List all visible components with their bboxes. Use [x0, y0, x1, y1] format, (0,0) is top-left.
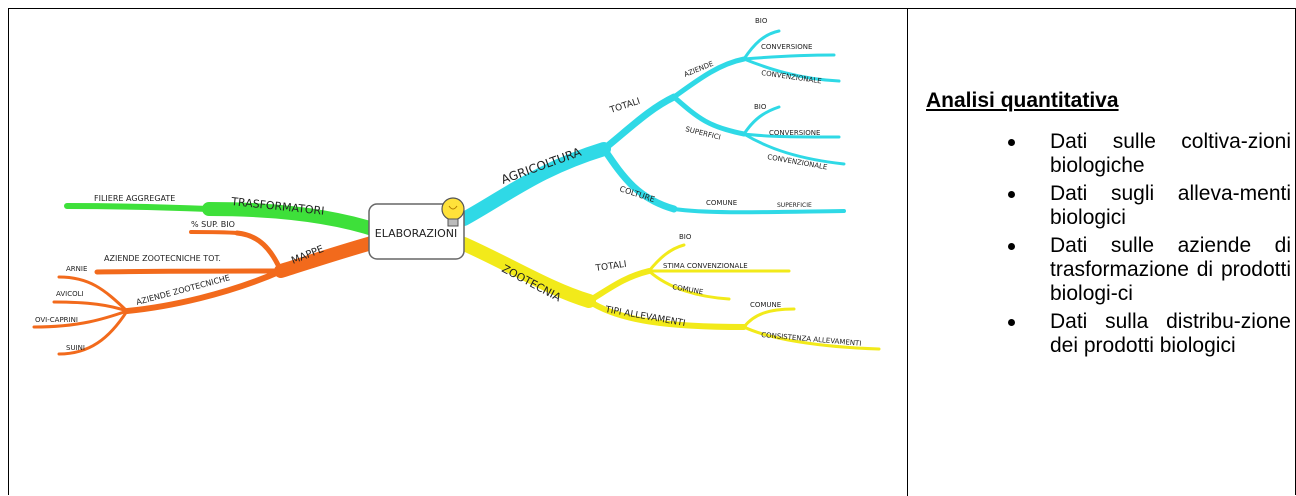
agri-aziende-label: AZIENDE	[683, 60, 715, 79]
mappe-sup-bio: % SUP. BIO	[191, 220, 235, 229]
zoo-tipi-consistenza: CONSISTENZA ALLEVAMENTI	[761, 331, 862, 348]
column-divider	[907, 9, 908, 496]
zoo-tipi-label: TIPI ALLEVAMENTI	[603, 305, 686, 329]
list-item: Dati sulle aziende di trasformazione di …	[1004, 234, 1291, 306]
zoo-totali-bio: BIO	[679, 233, 692, 241]
mind-map-canvas: ELABORAZIONI AGRICOLTURA TOTALI AZIENDE …	[32, 17, 881, 356]
mappe-arnie: ARNIE	[66, 265, 87, 273]
agri-aziende-convenzionale: CONVENZIONALE	[761, 69, 822, 85]
panel-title: Analisi quantitativa	[926, 89, 1119, 112]
list-item: Dati sugli alleva-menti biologici	[1004, 182, 1291, 230]
figure-frame: ELABORAZIONI AGRICOLTURA TOTALI AZIENDE …	[8, 8, 1296, 496]
mappe-aziende-tot: AZIENDE ZOOTECNICHE TOT.	[104, 254, 221, 263]
bullet-icon	[1008, 139, 1015, 146]
agricoltura-branch	[457, 29, 846, 226]
filiere-aggregate-label: FILIERE AGGREGATE	[94, 194, 175, 203]
list-item: Dati sulle coltiva-zioni biologiche	[1004, 130, 1291, 178]
list-item: Dati sulla distribu-zione dei prodotti b…	[1004, 310, 1291, 358]
lightbulb-icon	[441, 197, 465, 227]
agri-superfici-bio: BIO	[754, 103, 767, 111]
panel-bullet-list: Dati sulle coltiva-zioni biologiche Dati…	[1004, 130, 1291, 362]
agri-aziende-bio: BIO	[755, 17, 768, 25]
zootecnia-branch	[457, 237, 881, 351]
mappe-avicoli: AVICOLI	[56, 290, 84, 298]
agri-aziende-conversione: CONVERSIONE	[761, 43, 812, 51]
mappe-branch	[32, 230, 386, 356]
agri-superficie-label: SUPERFICIE	[777, 202, 812, 209]
zoo-totali-stima: STIMA CONVENZIONALE	[663, 262, 748, 270]
info-panel: Analisi quantitativa Dati sulle coltiva-…	[908, 9, 1296, 496]
mappe-suini: SUINI	[66, 344, 85, 352]
bullet-icon	[1008, 319, 1015, 326]
agri-comune-label: COMUNE	[706, 199, 737, 207]
zoo-tipi-comune: COMUNE	[750, 301, 781, 309]
center-label: ELABORAZIONI	[375, 227, 458, 240]
mappe-ovi-caprini: OVI-CAPRINI	[35, 316, 78, 324]
zoo-totali-comune: COMUNE	[672, 283, 704, 296]
zoo-totali-label: TOTALI	[594, 260, 627, 274]
mind-map: ELABORAZIONI AGRICOLTURA TOTALI AZIENDE …	[9, 9, 907, 496]
bullet-icon	[1008, 243, 1015, 250]
agri-totali-label: TOTALI	[608, 97, 642, 116]
bullet-icon	[1008, 191, 1015, 198]
trasformatori-branch	[64, 202, 386, 238]
agri-superfici-conversione: CONVERSIONE	[769, 129, 820, 137]
center-node: ELABORAZIONI	[368, 203, 465, 260]
